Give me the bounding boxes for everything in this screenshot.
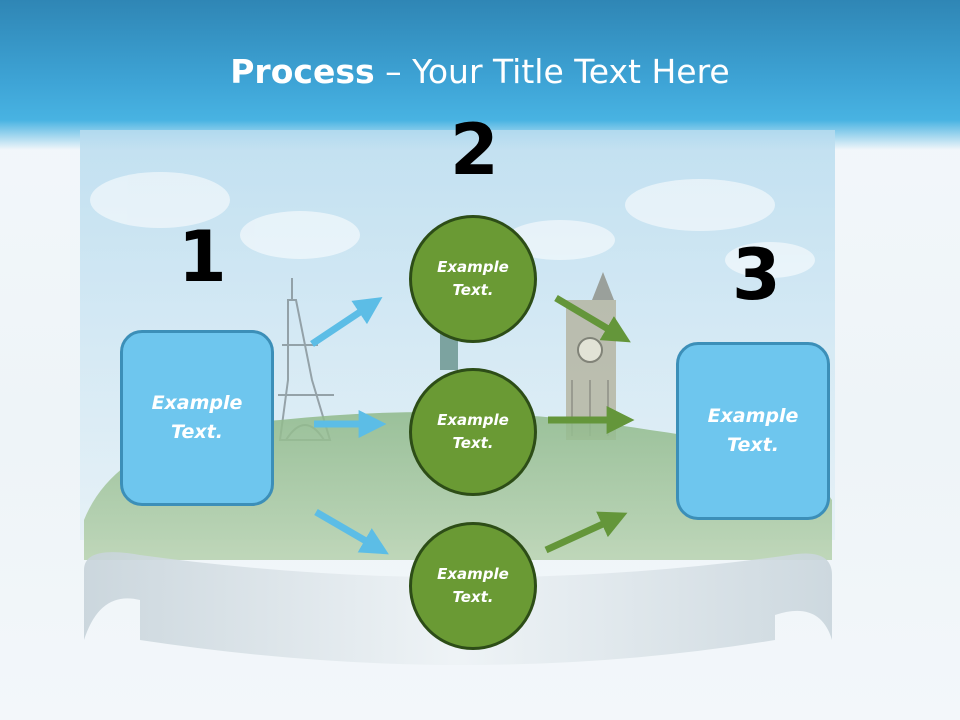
circle-top-text-line2: Text.: [452, 281, 494, 299]
arrow-to-circle-top: [310, 297, 383, 347]
circle-top-text-line1: Example: [437, 258, 509, 276]
circle-middle-text-line1: Example: [437, 411, 509, 429]
step-number-3: 3: [732, 234, 781, 316]
step-1-text-line2: Text.: [171, 421, 223, 443]
step-3-text-line2: Text.: [727, 434, 779, 456]
circle-middle-text-line2: Text.: [452, 434, 494, 452]
step-number-1: 1: [178, 216, 227, 298]
circle-bottom-text-line2: Text.: [452, 588, 494, 606]
title-band: [0, 0, 960, 150]
page-title: Process – Your Title Text Here: [0, 52, 960, 91]
circle-bottom-text-line1: Example: [437, 565, 509, 583]
title-rest: – Your Title Text Here: [374, 52, 730, 91]
clouds: [90, 172, 815, 278]
step-1-text-line1: Example: [151, 392, 243, 414]
arrow-to-circle-bottom: [314, 508, 389, 555]
arrow-from-circle-top: [554, 294, 631, 343]
step-3-text-line1: Example: [707, 405, 799, 427]
step-number-2: 2: [450, 109, 499, 191]
title-bold: Process: [230, 52, 375, 91]
arrow-from-circle-bottom: [544, 511, 628, 554]
